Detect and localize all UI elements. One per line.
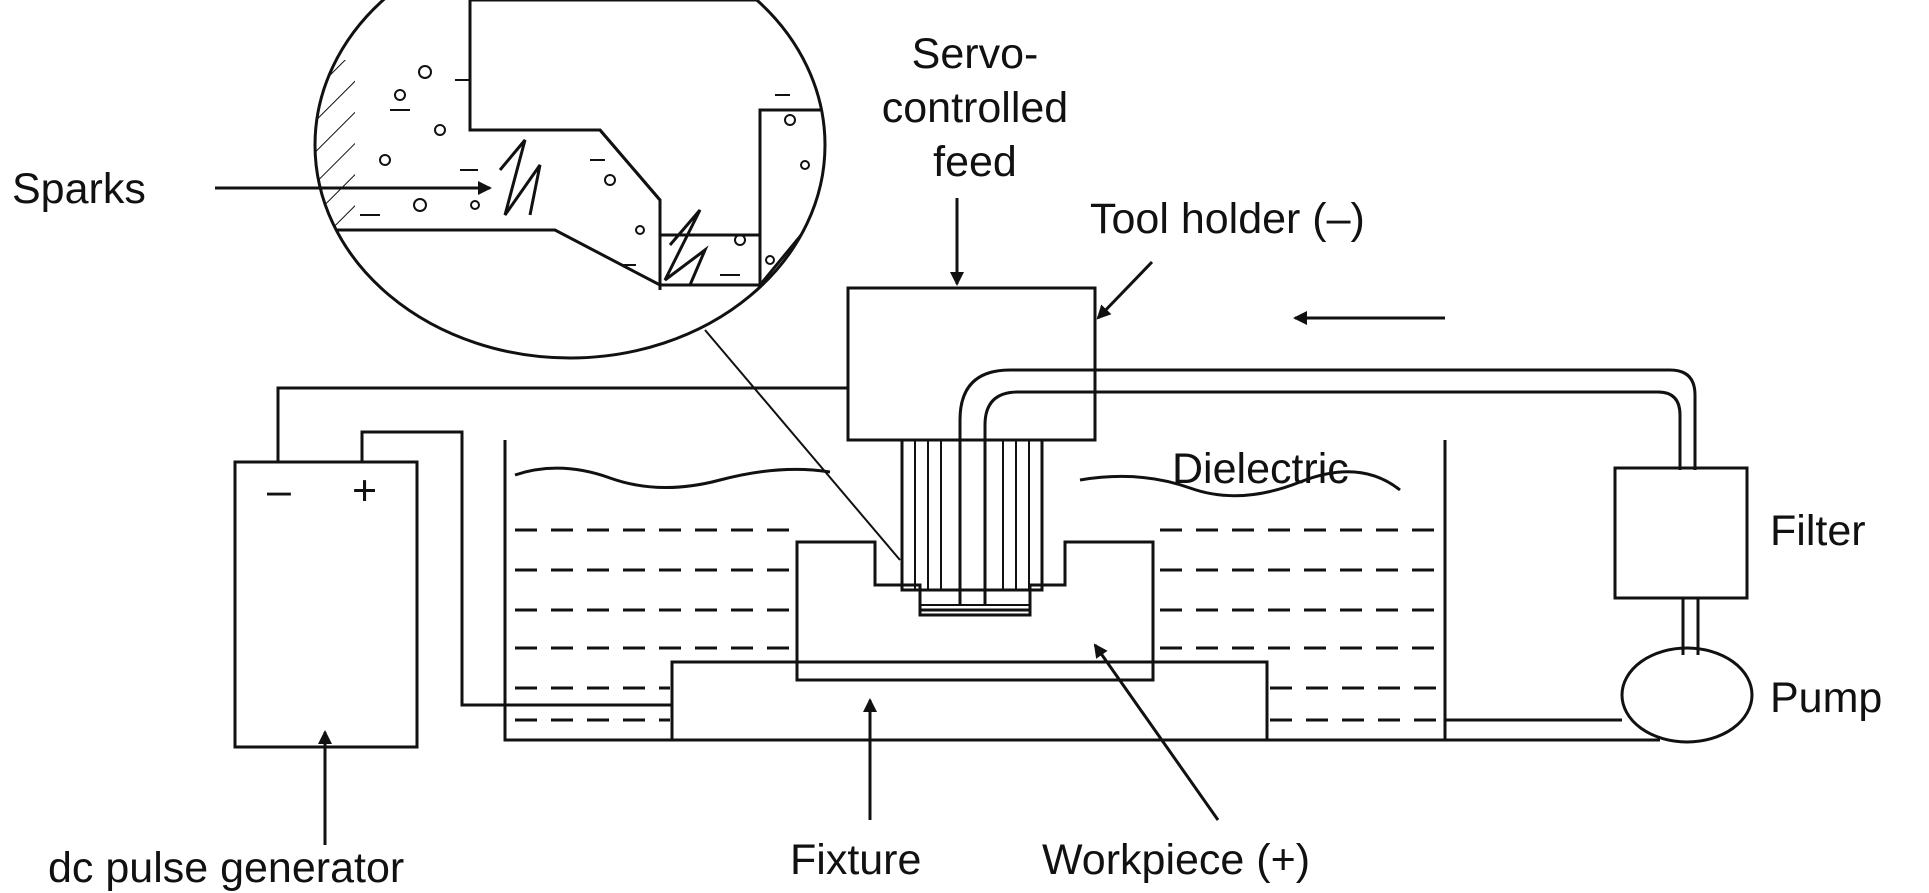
filter-label: Filter	[1770, 507, 1866, 555]
magnifier-outline	[313, 0, 827, 360]
plus-terminal-label: +	[352, 467, 377, 515]
spark-1	[498, 139, 542, 216]
dielectric-flow-tube	[958, 368, 1697, 605]
servo-label-line2: controlled	[882, 84, 1068, 132]
positive-lead-wire	[360, 430, 672, 707]
negative-lead-wire	[276, 386, 848, 462]
servo-label-line3: feed	[933, 138, 1017, 186]
pump-body	[1620, 646, 1754, 744]
dielectric-fluid-lines	[515, 528, 1440, 722]
dielectric-surface	[514, 466, 1401, 498]
debris-particles	[360, 65, 810, 276]
workpiece-label: Workpiece (+)	[1042, 836, 1310, 884]
fixture-block	[670, 660, 1269, 742]
sparks-label: Sparks	[12, 165, 146, 213]
dielectric-label: Dielectric	[1172, 445, 1349, 493]
tool-holder-block	[846, 286, 1097, 442]
fixture-label: Fixture	[790, 836, 921, 884]
dc-pulse-generator-box	[233, 460, 419, 749]
magnified-spark-view	[313, 0, 827, 360]
zoom-leader-line	[704, 329, 901, 561]
dc-pulse-generator-label: dc pulse generator	[48, 844, 404, 892]
filter-element	[1613, 466, 1749, 600]
servo-label-line1: Servo-	[912, 30, 1039, 78]
return-pipe	[1445, 718, 1660, 742]
spark-2	[663, 209, 709, 286]
magnified-workpiece	[315, 195, 825, 358]
magnified-tool	[468, 0, 825, 237]
minus-terminal-label: –	[267, 467, 291, 515]
tool-holder-label: Tool holder (–)	[1090, 195, 1365, 243]
workpiece-arrow	[1093, 643, 1220, 821]
pump-label: Pump	[1770, 674, 1882, 722]
tool-holder-arrow	[1096, 260, 1154, 320]
electrode	[900, 438, 1044, 612]
